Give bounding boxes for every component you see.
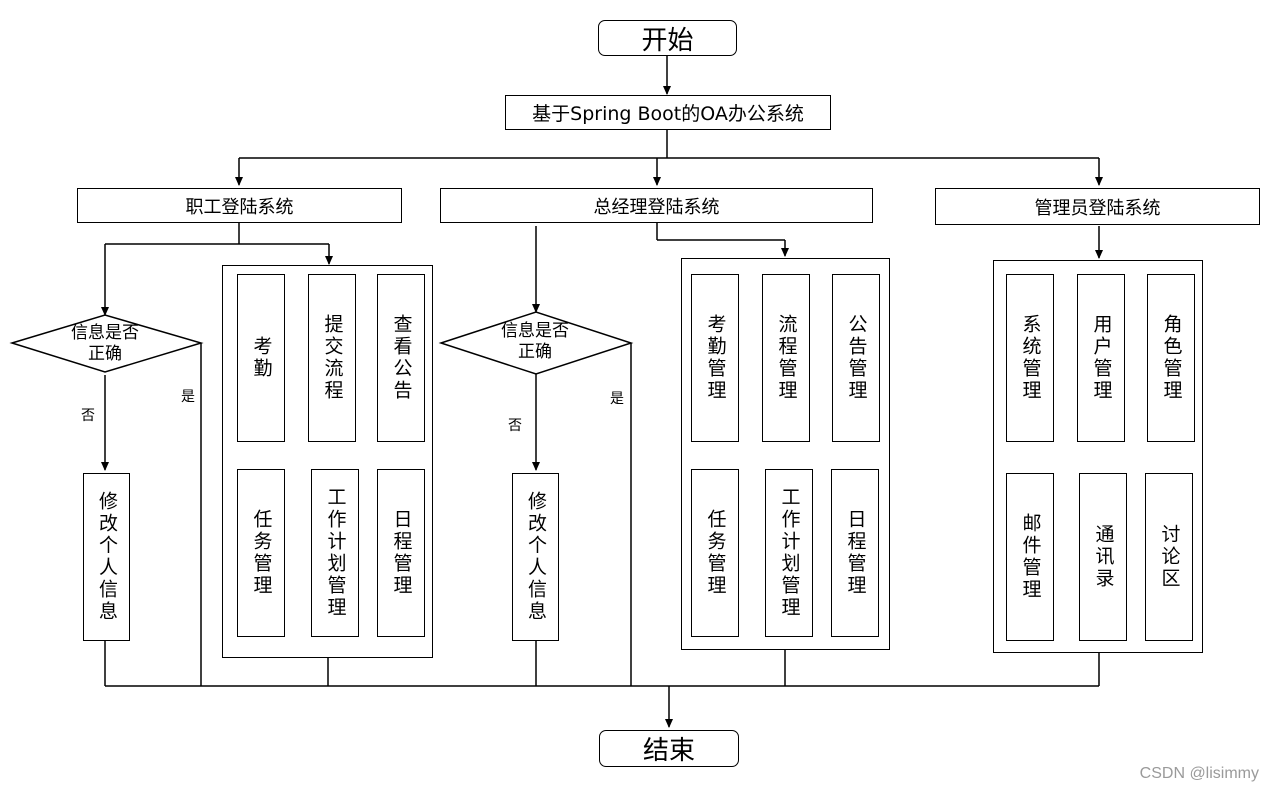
admin-module-group: 系统管理 用户管理 角色管理 邮件管理 通讯录 讨论区 [993, 260, 1203, 653]
manager-decision-label: 信息是否正确 [501, 321, 569, 363]
manager-edit-profile-box: 修改个人信息 [512, 473, 559, 641]
end-node: 结束 [599, 730, 739, 767]
manager-module-group: 考勤管理 流程管理 公告管理 任务管理 工作计划管理 日程管理 [681, 258, 890, 650]
system-title-box: 基于Spring Boot的OA办公系统 [505, 95, 831, 130]
start-node: 开始 [598, 20, 737, 56]
module-employee-4: 工作计划管理 [311, 469, 359, 637]
module-admin-5: 讨论区 [1145, 473, 1193, 641]
module-admin-2: 角色管理 [1147, 274, 1195, 442]
employee-decision-diamond [9, 314, 204, 373]
module-employee-1: 提交流程 [308, 274, 356, 442]
employee-no-label: 否 [81, 408, 95, 424]
module-manager-4: 工作计划管理 [765, 469, 813, 637]
employee-login-box: 职工登陆系统 [77, 188, 402, 223]
module-employee-3: 任务管理 [237, 469, 285, 637]
module-manager-3: 任务管理 [691, 469, 739, 637]
employee-module-group: 考勤 提交流程 查看公告 任务管理 工作计划管理 日程管理 [222, 265, 433, 658]
module-manager-0: 考勤管理 [691, 274, 739, 442]
manager-login-box: 总经理登陆系统 [440, 188, 873, 223]
manager-yes-label: 是 [610, 391, 624, 407]
module-manager-5: 日程管理 [831, 469, 879, 637]
module-admin-0: 系统管理 [1006, 274, 1054, 442]
watermark: CSDN @lisimmy [1139, 765, 1259, 782]
employee-edit-profile-box: 修改个人信息 [83, 473, 130, 641]
admin-login-box: 管理员登陆系统 [935, 188, 1260, 225]
module-admin-4: 通讯录 [1079, 473, 1127, 641]
employee-yes-label: 是 [181, 389, 195, 405]
module-manager-1: 流程管理 [762, 274, 810, 442]
module-admin-3: 邮件管理 [1006, 473, 1054, 641]
module-employee-0: 考勤 [237, 274, 285, 442]
module-employee-5: 日程管理 [377, 469, 425, 637]
module-manager-2: 公告管理 [832, 274, 880, 442]
manager-no-label: 否 [508, 418, 522, 434]
manager-decision-diamond [438, 311, 634, 375]
module-employee-2: 查看公告 [377, 274, 425, 442]
employee-decision-label: 信息是否正确 [71, 323, 139, 365]
employee-edit-profile-label: 修改个人信息 [96, 491, 118, 623]
manager-edit-profile-label: 修改个人信息 [525, 491, 547, 623]
module-admin-1: 用户管理 [1077, 274, 1125, 442]
